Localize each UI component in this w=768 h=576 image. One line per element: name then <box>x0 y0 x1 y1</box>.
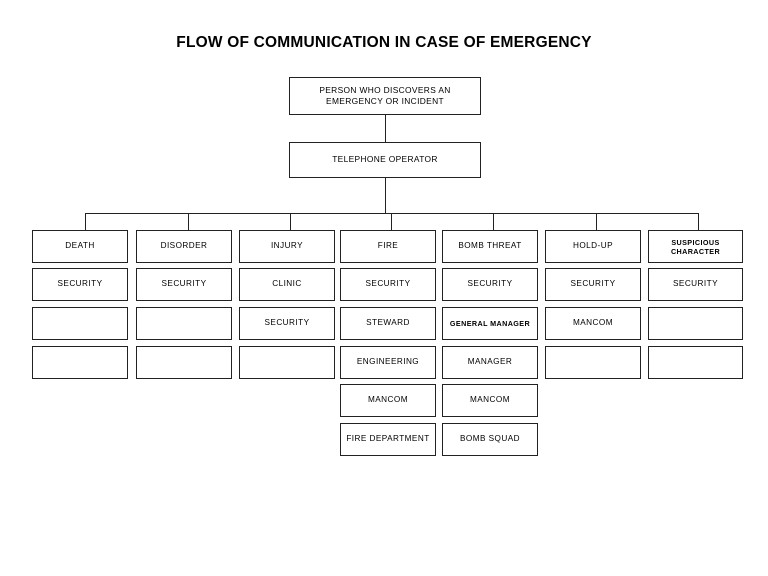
node-death-3 <box>32 346 128 379</box>
node-telephone-operator: TELEPHONE OPERATOR <box>289 142 481 178</box>
column-header-fire: FIRE <box>340 230 436 263</box>
node-bomb-3: MANAGER <box>442 346 538 379</box>
node-fire-2: STEWARD <box>340 307 436 340</box>
connector-drop-col-2 <box>187 213 189 230</box>
connector-discoverer-to-operator <box>384 115 386 142</box>
page-title: FLOW OF COMMUNICATION IN CASE OF EMERGEN… <box>176 34 592 51</box>
node-injury-3 <box>239 346 335 379</box>
connector-drop-col-4 <box>390 213 392 230</box>
node-disorder-1: SECURITY <box>136 268 232 301</box>
connector-drop-col-6 <box>595 213 597 230</box>
connector-drop-col-5 <box>492 213 494 230</box>
connector-drop-col-3 <box>289 213 291 230</box>
node-injury-2: SECURITY <box>239 307 335 340</box>
node-bomb-2: GENERAL MANAGER <box>442 307 538 340</box>
column-header-death: DEATH <box>32 230 128 263</box>
column-header-hold-up: HOLD-UP <box>545 230 641 263</box>
column-header-injury: INJURY <box>239 230 335 263</box>
column-header-suspicious-character: SUSPICIOUS CHARACTER <box>648 230 743 263</box>
node-fire-5: FIRE DEPARTMENT <box>340 423 436 456</box>
node-suspicious-2 <box>648 307 743 340</box>
node-person-who-discovers: PERSON WHO DISCOVERS AN EMERGENCY OR INC… <box>289 77 481 115</box>
node-holdup-3 <box>545 346 641 379</box>
node-bomb-5: BOMB SQUAD <box>442 423 538 456</box>
node-death-1: SECURITY <box>32 268 128 301</box>
connector-operator-to-bus <box>384 178 386 213</box>
node-injury-1: CLINIC <box>239 268 335 301</box>
connector-drop-col-7 <box>697 213 699 230</box>
node-disorder-3 <box>136 346 232 379</box>
column-header-bomb-threat: BOMB THREAT <box>442 230 538 263</box>
node-disorder-2 <box>136 307 232 340</box>
connector-drop-col-1 <box>84 213 86 230</box>
node-fire-4: MANCOM <box>340 384 436 417</box>
node-bomb-1: SECURITY <box>442 268 538 301</box>
node-fire-1: SECURITY <box>340 268 436 301</box>
node-fire-3: ENGINEERING <box>340 346 436 379</box>
node-holdup-2: MANCOM <box>545 307 641 340</box>
node-death-2 <box>32 307 128 340</box>
column-header-disorder: DISORDER <box>136 230 232 263</box>
node-bomb-4: MANCOM <box>442 384 538 417</box>
node-suspicious-3 <box>648 346 743 379</box>
node-holdup-1: SECURITY <box>545 268 641 301</box>
node-suspicious-1: SECURITY <box>648 268 743 301</box>
